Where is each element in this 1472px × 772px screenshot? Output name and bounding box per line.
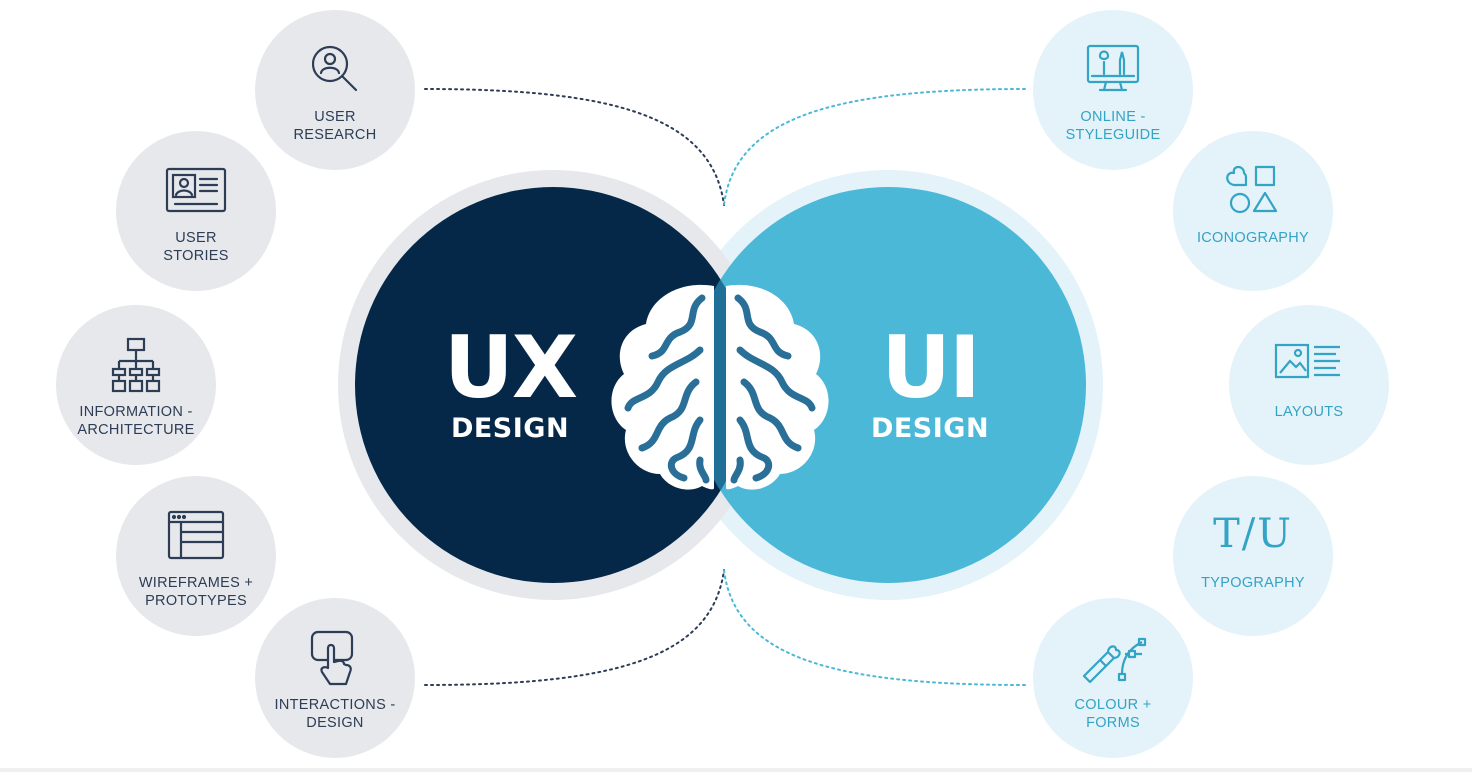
node-label-line2: ARCHITECTURE bbox=[77, 422, 195, 438]
node-colour-forms: COLOUR + FORMS bbox=[1033, 598, 1193, 758]
node-label-line2: DESIGN bbox=[306, 715, 364, 731]
node-label-line1: ONLINE - bbox=[1080, 109, 1146, 125]
node-typography: T/U TYPOGRAPHY bbox=[1173, 476, 1333, 636]
id-card-icon bbox=[165, 167, 227, 213]
browser-window-icon bbox=[167, 510, 225, 560]
node-label-line1: INTERACTIONS - bbox=[274, 697, 396, 713]
eyedropper-bezier-icon bbox=[1082, 637, 1147, 684]
connector-ux-top bbox=[424, 88, 725, 206]
node-iconography: ICONOGRAPHY bbox=[1173, 131, 1333, 291]
monitor-brush-icon bbox=[1086, 44, 1140, 92]
node-label-line1: LAYOUTS bbox=[1274, 404, 1344, 420]
shapes-icon bbox=[1226, 165, 1278, 214]
node-label-line2: STORIES bbox=[163, 248, 229, 264]
ux-title: UX bbox=[443, 318, 578, 418]
node-information-architecture: INFORMATION - ARCHITECTURE bbox=[56, 305, 216, 465]
node-label-line2: STYLEGUIDE bbox=[1065, 127, 1161, 143]
node-label-line2: FORMS bbox=[1086, 715, 1140, 731]
node-online-styleguide: ONLINE - STYLEGUIDE bbox=[1033, 10, 1193, 170]
node-label-line1: WIREFRAMES + bbox=[138, 575, 254, 591]
ux-label: UX DESIGN bbox=[405, 322, 615, 444]
ui-label: UI DESIGN bbox=[825, 322, 1035, 444]
node-label-line2: RESEARCH bbox=[293, 127, 377, 143]
ui-title: UI bbox=[881, 318, 981, 418]
ux-subtitle: DESIGN bbox=[450, 413, 570, 444]
node-label-line2: PROTOTYPES bbox=[145, 593, 247, 609]
ux-circle bbox=[355, 187, 751, 583]
node-label-line1: ICONOGRAPHY bbox=[1196, 230, 1310, 246]
node-layouts: LAYOUTS bbox=[1229, 305, 1389, 465]
sitemap-icon bbox=[111, 337, 161, 393]
connector-ux-bottom bbox=[424, 569, 725, 686]
user-search-icon bbox=[311, 45, 358, 92]
node-label-line1: COLOUR + bbox=[1074, 697, 1152, 713]
node-label-line1: USER bbox=[175, 230, 217, 246]
node-user-research: USER RESEARCH bbox=[255, 10, 415, 170]
node-label-line1: USER bbox=[314, 109, 356, 125]
connector-ui-top bbox=[723, 88, 1026, 206]
text-format-icon: T/U bbox=[1198, 512, 1308, 562]
image-text-layout-icon bbox=[1274, 343, 1340, 379]
ui-subtitle: DESIGN bbox=[870, 413, 990, 444]
bottom-divider bbox=[0, 768, 1472, 772]
text-format-glyph: T/U bbox=[1213, 511, 1293, 557]
node-wireframes-prototypes: WIREFRAMES + PROTOTYPES bbox=[116, 476, 276, 636]
node-label-line1: INFORMATION - bbox=[79, 404, 193, 420]
touch-hand-icon bbox=[310, 630, 354, 686]
brain-icon bbox=[611, 284, 829, 490]
ui-circle bbox=[690, 187, 1086, 583]
connector-ui-bottom bbox=[723, 569, 1026, 686]
node-label-line1: TYPOGRAPHY bbox=[1201, 575, 1305, 591]
node-user-stories: USER STORIES bbox=[116, 131, 276, 291]
node-interactions-design: INTERACTIONS - DESIGN bbox=[255, 598, 415, 758]
